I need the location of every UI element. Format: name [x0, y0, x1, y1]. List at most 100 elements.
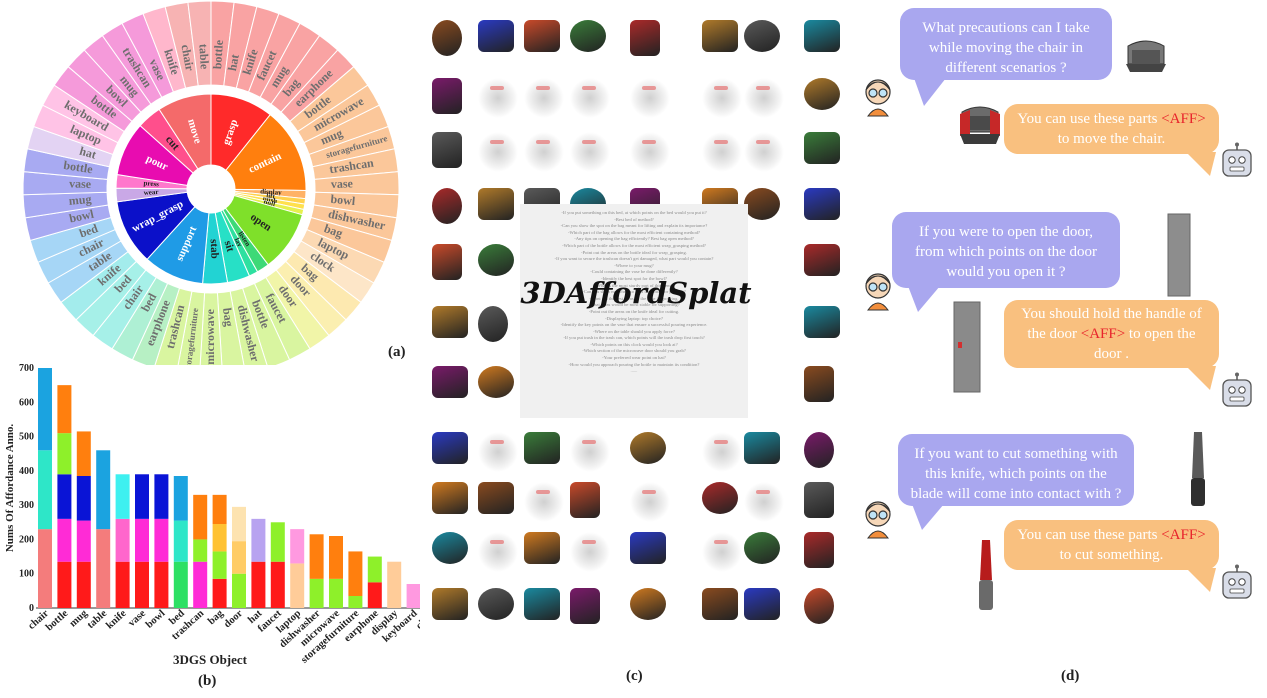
sunburst-outer-table — [187, 0, 212, 87]
question-bubble-3: If you want to cut something with this k… — [898, 434, 1134, 506]
object-render — [702, 588, 738, 620]
question-line: -Any tips on opening the bag efficiently… — [574, 236, 694, 242]
bar-segment-dishwasher — [309, 578, 324, 608]
bar-segment-vase — [135, 518, 149, 562]
question-text-3: If you want to cut something with this k… — [910, 446, 1122, 502]
sunburst-inner-label-stab: stab — [208, 239, 221, 259]
y-tick-label: 100 — [19, 569, 34, 580]
door-render-gray — [1167, 213, 1191, 297]
answer-text-1a: You can use these parts — [1017, 111, 1162, 127]
bar-segment-door — [232, 541, 246, 574]
question-bubble-1-tail — [914, 78, 946, 106]
object-render — [478, 482, 514, 514]
panel-d-dialogues: What precautions can I take while moving… — [860, 0, 1267, 693]
question-line: -If you put trash in the trash can, whic… — [563, 335, 705, 341]
sunburst-outer-label-bag: bag — [322, 221, 344, 240]
answer-text-2b: to open the door . — [1094, 326, 1196, 362]
bar-segment-faucet — [270, 522, 285, 562]
object-render — [804, 482, 834, 518]
x-axis-title: 3DGS Object — [173, 652, 248, 667]
object-render — [524, 432, 560, 464]
bar-segment-door — [232, 573, 246, 608]
bar-segment-trashcan — [193, 539, 208, 562]
bar-segment-bottle — [57, 385, 72, 434]
bar-segment-bowl — [154, 474, 169, 519]
robot-avatar-1 — [1222, 142, 1252, 177]
sunburst-outer-label-hat: hat — [225, 53, 242, 72]
point-cloud-object-render — [630, 78, 670, 118]
sunburst-inner-move — [158, 93, 212, 170]
object-render — [432, 482, 468, 514]
x-tick-label-vase: vase — [126, 608, 148, 629]
object-render — [524, 532, 560, 564]
sunburst-outer-label-bottle: bottle — [63, 158, 95, 176]
question-line: -Displaying laptop: top choice? — [605, 315, 663, 321]
question-bubble-2: If you were to open the door, from which… — [892, 212, 1120, 288]
bar-segment-knife — [115, 561, 130, 608]
x-tick-label-bowl: bowl — [144, 608, 167, 631]
question-line: -What is the most sturdy part of this it… — [595, 282, 673, 288]
object-render — [630, 588, 666, 620]
object-render — [524, 588, 560, 620]
answer-text-3b: to cut something. — [1059, 547, 1164, 563]
x-tick-label-table: table — [85, 608, 109, 631]
sunburst-inner-label-pull: pull — [263, 198, 276, 209]
object-render — [804, 588, 834, 624]
object-render — [432, 432, 468, 464]
object-render — [804, 366, 834, 402]
question-line: -How would you approach pouring the bott… — [568, 361, 700, 367]
affordance-sunburst-chart: graspcontaindisplayliftpushpullopenliste… — [22, 0, 400, 378]
chair-render-highlighted — [960, 106, 1000, 144]
answer-bubble-2-tail — [1186, 366, 1216, 390]
bar-segment-hat — [251, 518, 266, 562]
point-cloud-object-render — [570, 78, 610, 118]
point-cloud-object-render — [702, 78, 742, 118]
answer-text-1b: to move the chair. — [1057, 131, 1166, 147]
aff-token-3: <AFF> — [1161, 527, 1206, 543]
bar-segment-door — [232, 506, 246, 542]
bar-segment-vase — [135, 561, 149, 608]
point-cloud-object-render — [478, 78, 518, 118]
question-bubble-1: What precautions can I take while moving… — [900, 8, 1112, 80]
object-render — [432, 132, 462, 168]
object-render — [432, 532, 468, 564]
bar-segment-chair — [38, 368, 52, 451]
point-cloud-object-render — [524, 78, 564, 118]
y-axis-title: Nums Of Affordance Anno. — [4, 424, 16, 553]
door-render-highlighted — [953, 301, 981, 393]
sunburst-inner-label-push: push — [262, 195, 278, 206]
sunburst-outer-label-hat: hat — [78, 144, 98, 162]
bar-segment-microwave — [329, 578, 343, 608]
point-cloud-object-render — [744, 132, 784, 172]
bar-segment-mug — [76, 520, 91, 562]
object-render — [804, 188, 840, 220]
question-line: -Best bed of method? — [614, 216, 654, 222]
question-line: -Identify the best spot for the bowl? — [601, 275, 667, 281]
object-render — [478, 244, 514, 276]
sunburst-outer-label-mug: mug — [68, 192, 92, 208]
bar-segment-bowl — [154, 561, 169, 608]
answer-bubble-1-tail — [1186, 152, 1216, 176]
object-render — [804, 306, 840, 338]
answer-bubble-2: You should hold the handle of the door <… — [1004, 300, 1219, 368]
question-line: -Could containing the vase be done diffe… — [590, 269, 678, 275]
bar-segment-dishwasher — [309, 534, 324, 579]
point-cloud-object-render — [478, 432, 518, 472]
user-avatar-1 — [865, 79, 891, 117]
bar-segment-knife — [115, 518, 130, 562]
object-render — [432, 366, 468, 398]
object-render — [702, 482, 738, 514]
sunburst-outer-label-vase: vase — [331, 176, 354, 191]
question-line: -Which part of the bag allows for the mo… — [568, 229, 700, 235]
object-render — [478, 588, 514, 620]
sunburst-outer-label-bowl: bowl — [330, 192, 357, 208]
bar-segment-bowl — [154, 518, 169, 562]
bar-segment-hat — [251, 561, 266, 608]
y-tick-label: 700 — [19, 363, 34, 374]
point-cloud-object-render — [702, 432, 742, 472]
answer-bubble-1: You can use these parts <AFF> to move th… — [1004, 104, 1219, 154]
bar-segment-laptop — [290, 563, 305, 608]
y-tick-label: 200 — [19, 534, 34, 545]
question-line: -Point out the areas on the knife ideal … — [588, 308, 680, 314]
